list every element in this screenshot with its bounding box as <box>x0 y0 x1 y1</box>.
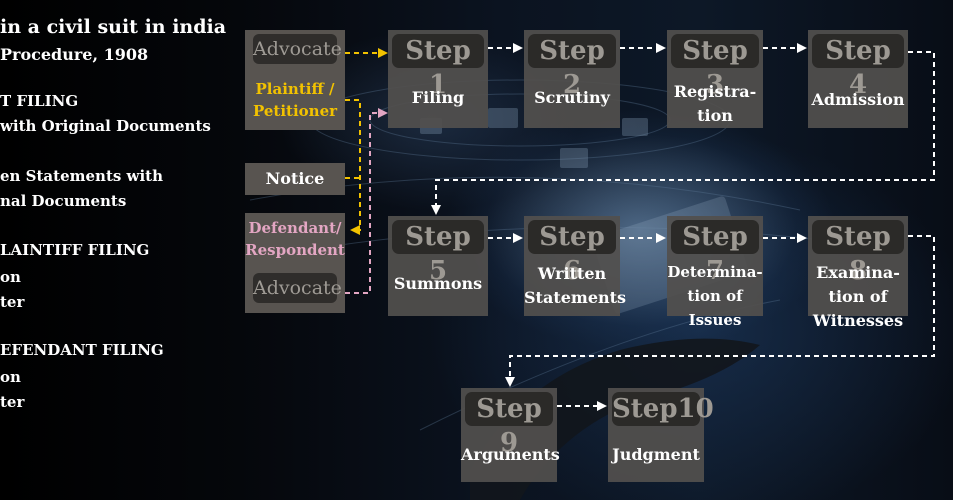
plaintiff-label-line-1: Plaintiff / <box>255 80 335 98</box>
section-line: nal Documents <box>0 192 127 210</box>
step-7-number: Step 7 <box>671 220 759 286</box>
step-6-box: Step 6 Written Statements <box>524 216 627 316</box>
defendant-box: Defendant/ Respondent <box>245 213 345 269</box>
section-heading-filing: T FILING <box>0 92 79 110</box>
arrow-defendant-to-step-1 <box>345 108 388 294</box>
step-6-label: Written Statements <box>524 264 627 307</box>
step-10-number: Step10 <box>612 392 714 426</box>
step-5-number: Step 5 <box>392 220 484 286</box>
arrow-plaintiff-to-defendant <box>345 99 361 235</box>
step-4-number: Step 4 <box>812 34 904 100</box>
plaintiff-advocate-label: Advocate <box>253 34 342 64</box>
arrow-step-4-to-5 <box>431 51 935 215</box>
step-8-number: Step 8 <box>812 220 904 286</box>
section-line: on <box>0 368 21 386</box>
title-line-2: Procedure, 1908 <box>0 45 149 64</box>
defendant-label-line-1: Defendant/ <box>248 219 342 237</box>
section-heading-plaintiff: LAINTIFF FILING <box>0 241 150 259</box>
step-4-box: Step 4 Admission <box>808 30 908 128</box>
arrow-step-8-to-9 <box>505 235 935 387</box>
section-line: with Original Documents <box>0 117 211 135</box>
section-line: en Statements with <box>0 167 163 185</box>
step-9-box: Step 9 Arguments <box>461 388 560 482</box>
defendant-advocate-label: Advocate <box>253 273 342 303</box>
section-heading-defendant: EFENDANT FILING <box>0 341 164 359</box>
step-9-label: Arguments <box>461 445 560 464</box>
section-line: ter <box>0 293 25 311</box>
step-2-box: Step 2 Scrutiny <box>524 30 620 128</box>
step-8-box: Step 8 Examina- tion of Witnesses <box>808 216 908 330</box>
defendant-advocate-box: Advocate <box>245 269 345 313</box>
step-3-label: Registra- tion <box>673 82 757 125</box>
step-3-number: Step 3 <box>671 34 759 100</box>
notice-box: Notice <box>245 163 345 195</box>
step-9-number: Step 9 <box>465 392 553 458</box>
plaintiff-box: Plaintiff / Petitioner <box>245 72 345 130</box>
title-line-1: in a civil suit in india <box>0 16 227 38</box>
step-1-label: Filing <box>411 88 465 107</box>
section-line: ter <box>0 393 25 411</box>
step-7-label: Determina- tion of Issues <box>667 263 763 329</box>
step-5-label: Summons <box>393 274 483 293</box>
section-line: on <box>0 268 21 286</box>
notice-label: Notice <box>265 169 325 188</box>
step-8-label: Examina- tion of Witnesses <box>812 263 904 330</box>
step-2-label: Scrutiny <box>534 88 610 107</box>
defendant-label-line-2: Respondent <box>245 241 345 259</box>
plaintiff-advocate-box: Advocate <box>245 30 345 72</box>
step-6-number: Step 6 <box>528 220 616 286</box>
step-7-box: Step 7 Determina- tion of Issues <box>667 216 763 329</box>
step-10-label: Judgment <box>612 445 700 464</box>
plaintiff-label-line-2: Petitioner <box>252 102 338 120</box>
step-1-number: Step 1 <box>392 34 484 100</box>
step-4-label: Admission <box>811 90 905 109</box>
step-1-box: Step 1 Filing <box>388 30 488 128</box>
step-3-box: Step 3 Registra- tion <box>667 30 763 128</box>
step-10-box: Step10 Judgment <box>608 388 714 482</box>
step-5-box: Step 5 Summons <box>388 216 488 316</box>
step-2-number: Step 2 <box>528 34 616 100</box>
